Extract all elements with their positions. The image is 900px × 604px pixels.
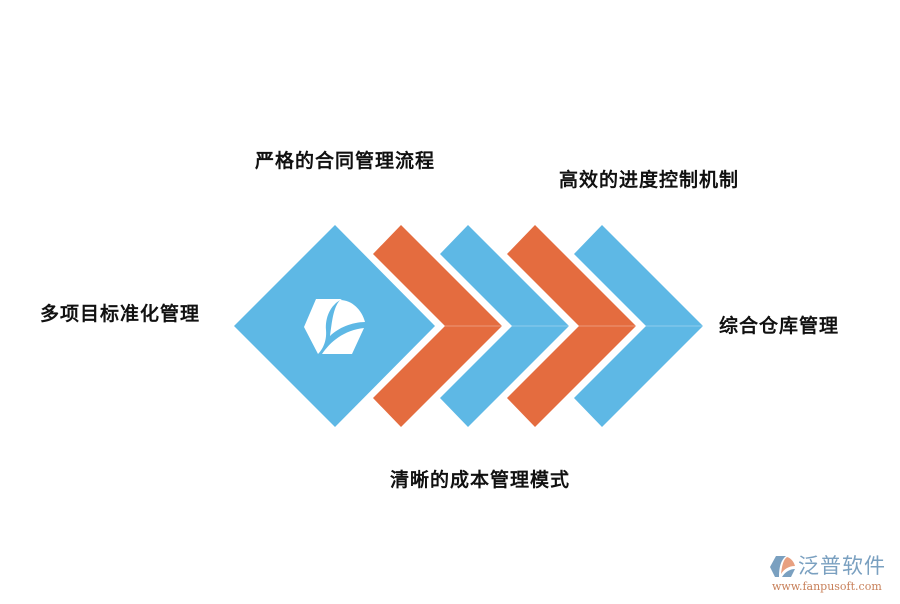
chevron-blue-4 (574, 225, 703, 427)
label-warehouse-management: 综合仓库管理 (719, 315, 840, 337)
chevron-orange-1 (373, 225, 502, 427)
watermark-brand: 泛普软件 (798, 554, 886, 578)
label-progress-control: 高效的进度控制机制 (559, 169, 740, 191)
label-contract-management: 严格的合同管理流程 (255, 150, 436, 172)
watermark: 泛普软件 www.fanpusoft.com (770, 553, 894, 595)
watermark-url: www.fanpusoft.com (772, 580, 882, 593)
fanpu-logo-icon (304, 299, 365, 354)
label-cost-management: 清晰的成本管理模式 (390, 469, 571, 491)
chevron-orange-3 (507, 225, 636, 427)
fanpu-logo-icon (770, 556, 795, 577)
label-multi-project-standardization: 多项目标准化管理 (40, 303, 201, 325)
chevron-blue-2 (440, 225, 569, 427)
